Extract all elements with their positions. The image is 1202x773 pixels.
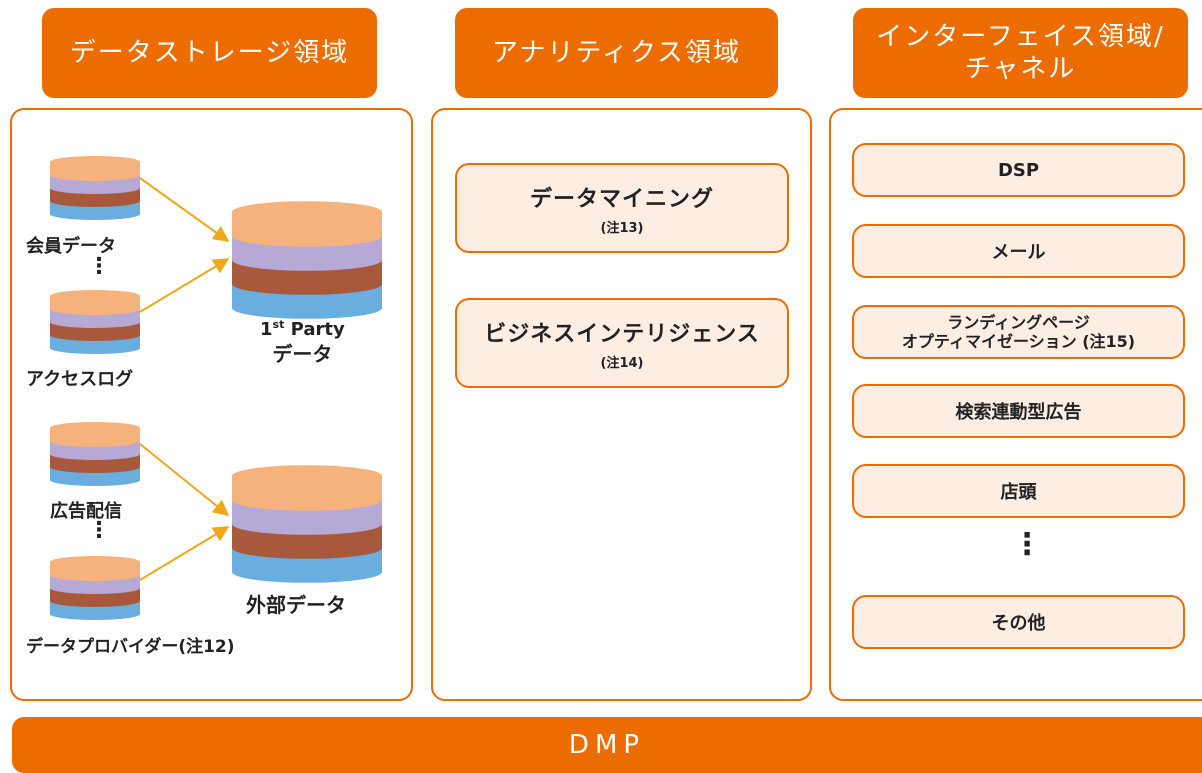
first-party-db-icon: [232, 201, 382, 319]
first-party-rest: Party: [284, 319, 345, 340]
first-party-sup: st: [272, 318, 285, 331]
data-provider-label: データプロバイダー(注12): [26, 637, 235, 657]
store-box: 店頭: [852, 464, 1185, 518]
store-label: 店頭: [1000, 482, 1037, 503]
lpo-box: ランディングページ オプティマイゼーション (注15): [852, 305, 1185, 359]
search-ads-label: 検索連動型広告: [955, 402, 1082, 423]
ad-delivery-label: 広告配信: [50, 501, 122, 522]
dmp-label: DMP: [568, 730, 646, 760]
lpo-line2: オプティマイゼーション (注15): [901, 332, 1136, 351]
lpo-line1: ランディングページ: [947, 312, 1090, 332]
business-intelligence-label: ビジネスインテリジェンス: [484, 321, 760, 347]
interface-ellipsis: ⋮: [1012, 527, 1042, 562]
first-party-line2: データ: [272, 342, 333, 367]
data-provider-db-icon: [50, 556, 140, 620]
storage-header-text: データストレージ領域: [69, 37, 350, 68]
storage-header: データストレージ領域: [42, 8, 377, 98]
member-data-db-icon: [50, 156, 140, 220]
other-label: その他: [991, 613, 1046, 634]
search-ads-box: 検索連動型広告: [852, 384, 1185, 438]
interface-header: インターフェイス領域/ チャネル: [853, 8, 1188, 98]
external-data-label: 外部データ: [246, 593, 346, 617]
access-log-db-icon: [50, 290, 140, 354]
external-data-db-icon: [232, 465, 382, 583]
data-mining-note: (注13): [600, 220, 644, 236]
storage-ellipsis-2: ⋮: [88, 518, 110, 543]
analytics-header-text: アナリティクス領域: [491, 37, 742, 68]
dsp-label: DSP: [997, 159, 1040, 181]
business-intelligence-note: (注14): [600, 355, 644, 371]
access-log-label: アクセスログ: [26, 369, 134, 390]
interface-header-line1: インターフェイス領域/: [876, 21, 1165, 52]
analytics-header: アナリティクス領域: [455, 8, 778, 98]
mail-box: メール: [852, 224, 1185, 278]
dmp-bar: DMP: [12, 717, 1202, 773]
ad-delivery-db-icon: [50, 422, 140, 486]
arrow-access-to-first-party: [139, 258, 230, 313]
interface-header-line2: チャネル: [964, 54, 1077, 84]
first-party-prefix: 1: [260, 319, 273, 340]
dsp-box: DSP: [852, 143, 1185, 197]
arrow-member-to-first-party: [139, 177, 230, 242]
first-party-label: 1st Party データ: [260, 318, 345, 368]
business-intelligence-box: ビジネスインテリジェンス (注14): [455, 298, 789, 388]
other-box: その他: [852, 595, 1185, 649]
mail-label: メール: [991, 242, 1046, 263]
storage-ellipsis-1: ⋮: [88, 254, 110, 279]
member-data-label: 会員データ: [26, 236, 116, 257]
arrow-ad-to-external: [139, 443, 230, 517]
data-mining-box: データマイニング (注13): [455, 163, 789, 253]
data-mining-label: データマイニング: [529, 186, 714, 212]
arrow-provider-to-external: [139, 526, 230, 581]
